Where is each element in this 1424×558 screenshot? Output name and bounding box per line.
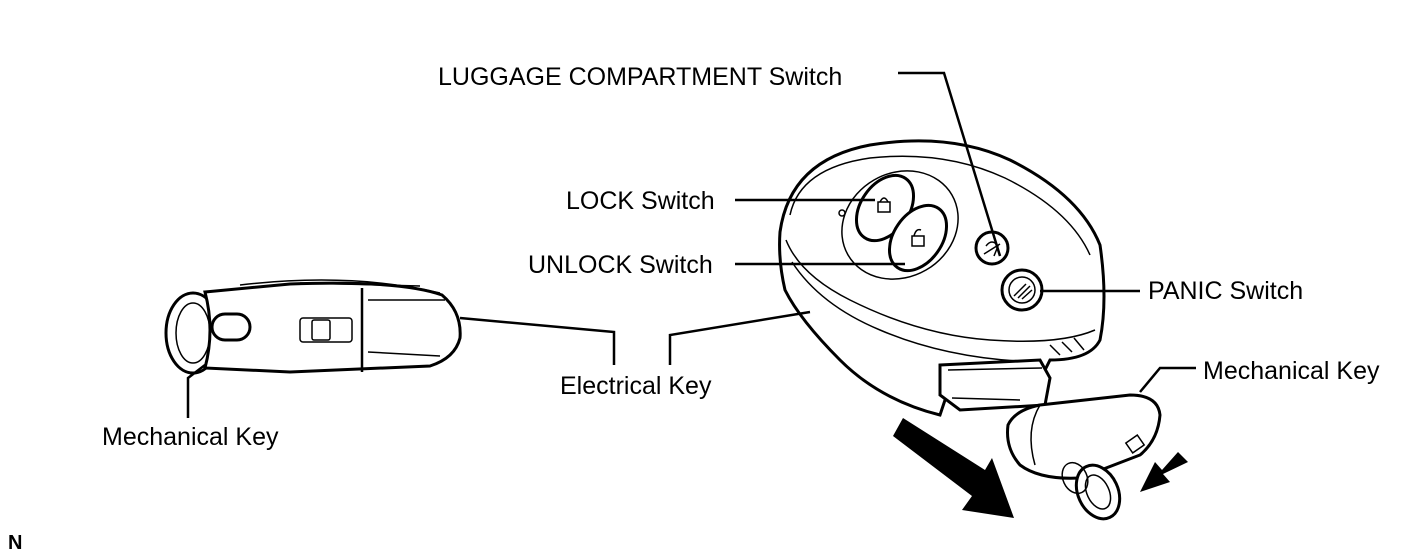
mechanical-key-head[interactable] <box>1006 393 1162 480</box>
unlock-icon <box>911 228 925 247</box>
pull-direction-arrow-icon <box>1140 452 1188 492</box>
lock-switch-label: LOCK Switch <box>566 187 715 215</box>
electrical-key-label: Electrical Key <box>560 372 712 400</box>
panic-button[interactable] <box>1000 268 1044 312</box>
luggage-compartment-switch-label: LUGGAGE COMPARTMENT Switch <box>438 63 842 91</box>
pull-direction-arrow-icon <box>893 418 1014 518</box>
leader-lines <box>186 71 1196 418</box>
lock-icon <box>877 197 891 213</box>
panic-horn-icon <box>1013 283 1033 300</box>
key-side-view <box>164 279 462 375</box>
mechanical-key-label-right: Mechanical Key <box>1203 357 1380 385</box>
indicator-led <box>838 209 846 217</box>
figure-id: N <box>8 532 22 554</box>
unlock-button[interactable] <box>878 195 959 282</box>
unlock-switch-label: UNLOCK Switch <box>528 251 713 279</box>
luggage-compartment-button[interactable] <box>974 230 1010 266</box>
key-perspective-view <box>778 139 1188 521</box>
panic-switch-label: PANIC Switch <box>1148 277 1303 305</box>
mechanical-key-label-left: Mechanical Key <box>102 423 279 451</box>
